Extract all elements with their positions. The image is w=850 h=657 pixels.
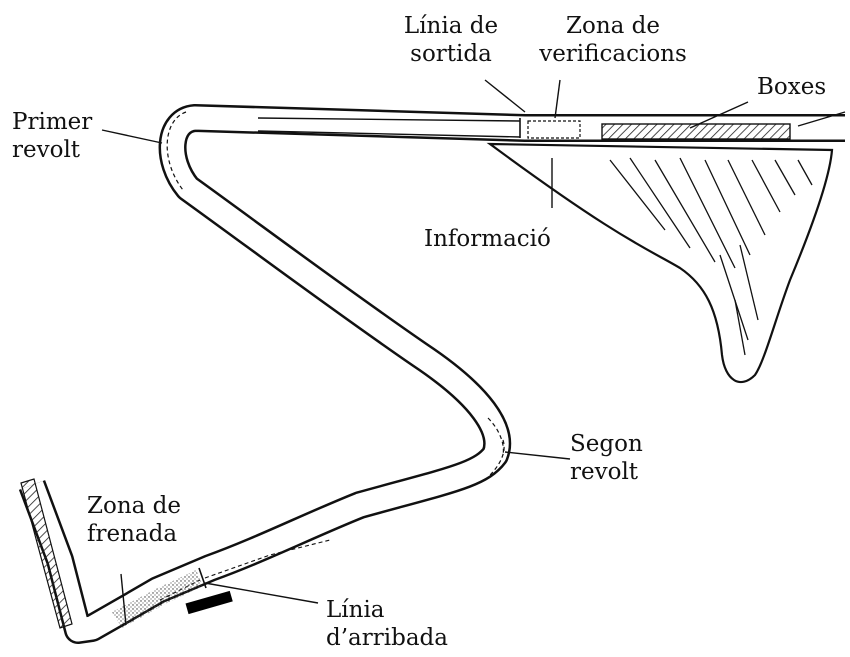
second-turn-label-l1: Segon: [570, 431, 643, 457]
information-label: Informació: [424, 226, 551, 252]
finish-line-label-l1: Línia: [326, 597, 385, 623]
return-lane-hatch: [20, 478, 73, 629]
second-turn-label: Segon revolt: [570, 430, 643, 486]
second-turn-label-l2: revolt: [570, 459, 639, 485]
first-turn-label-l2: revolt: [12, 137, 81, 163]
boxes-label: Boxes: [757, 74, 827, 100]
braking-zone-area: [112, 570, 203, 628]
start-line-label: Línia de sortida: [395, 12, 507, 68]
finish-bar: [185, 590, 233, 615]
finish-line-label: Línia d’arribada: [326, 596, 448, 652]
braking-zone-label-l1: Zona de: [87, 493, 181, 519]
verification-zone-label: Zona de verificacions: [522, 12, 704, 68]
braking-zone-label: Zona de frenada: [87, 492, 181, 548]
boxes-area: [601, 123, 791, 140]
paddock-area: [486, 142, 834, 384]
verification-zone-label-l2: verificacions: [539, 41, 687, 67]
braking-zone-label-l2: frenada: [87, 521, 178, 547]
start-line-label-l1: Línia de: [403, 13, 499, 39]
finish-line-label-l2: d’arribada: [326, 625, 448, 651]
start-line-label-l2: sortida: [410, 41, 492, 67]
first-turn-label-l1: Primer: [12, 109, 93, 135]
verification-zone-label-l1: Zona de: [566, 13, 660, 39]
verification-zone-box: [527, 120, 581, 139]
first-turn-label: Primer revolt: [12, 108, 92, 164]
